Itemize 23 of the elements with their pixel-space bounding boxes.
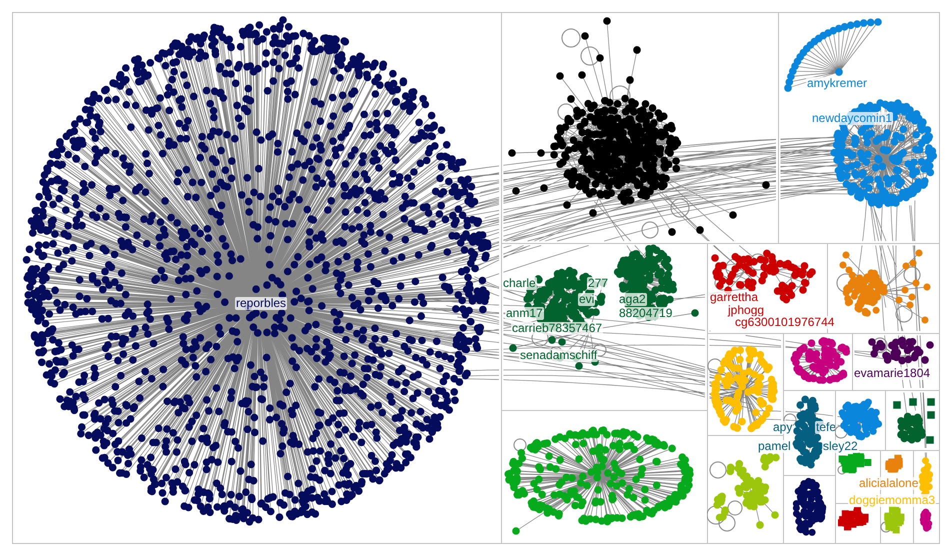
vertex-label: alicialalone (858, 476, 920, 490)
vertex-label: charle (502, 276, 537, 290)
vertex-label: cg6300101976744 (734, 316, 836, 328)
vertex-label: evi (578, 292, 596, 306)
vertex-label: sley22 (822, 440, 859, 452)
vertex-label: tefe (815, 420, 838, 434)
vertex-label: 277 (587, 276, 610, 290)
vertex-label: pamel (757, 440, 792, 452)
vertex-label: jphogg (727, 304, 766, 316)
vertex-label: senadamschiff (519, 348, 598, 362)
vertex-label: garrettha (709, 290, 760, 304)
vertex-label: newdaycomin1 (811, 112, 894, 124)
vertex-label: apy (772, 420, 794, 434)
cluster-panel (783, 475, 836, 544)
vertex-label: 88204719 (618, 306, 674, 320)
vertex-label: doggiemomma3 (848, 494, 936, 506)
vertex-label: carrieb78357467 (511, 322, 604, 334)
vertex-label: evamarie1804 (853, 366, 932, 380)
vertex-label: reporbles (235, 296, 288, 310)
cluster-panel (852, 333, 940, 391)
vertex-label: amykremer (806, 76, 868, 90)
vertex-label: aga2 (618, 292, 647, 306)
vertex-label: anm17 (505, 306, 544, 320)
